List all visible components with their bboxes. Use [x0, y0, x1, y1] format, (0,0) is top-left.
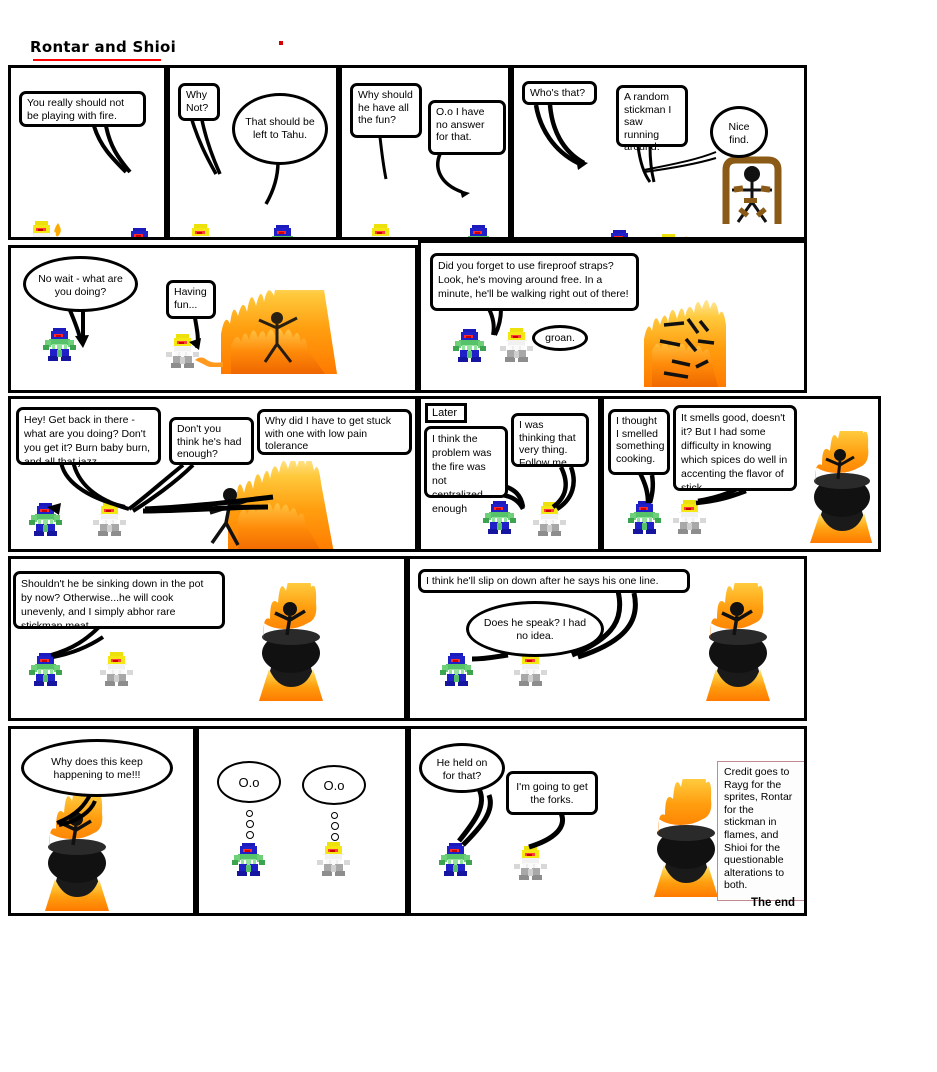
comic-panel-2: Why Not? That should be left to Tahu. [167, 65, 339, 240]
comic-panel-7: Hey! Get back in there - what are you do… [8, 396, 418, 552]
thought-dot [246, 820, 254, 828]
speech-bubble: I think the problem was the fire was not… [424, 426, 508, 515]
speech-bubble: It smells good, doesn't it? But I had so… [673, 405, 797, 494]
comic-panel-13: O.o O.o [196, 726, 408, 916]
stickman-on-rack [718, 154, 788, 231]
speech-bubble: Having fun... [166, 280, 216, 319]
thought-bubble: O.o [217, 761, 281, 803]
wall-of-fire [226, 461, 336, 549]
torch-flame-icon [682, 236, 691, 237]
wall-of-fire-with-stickman [219, 290, 339, 374]
comic-panel-14: He held on for that? I'm going to get th… [408, 726, 807, 916]
thought-bubble: O.o [302, 765, 366, 805]
speech-bubble: O.o I have no answer for that. [428, 100, 506, 155]
speech-bubble: I'm going to get the forks. [506, 771, 598, 815]
speech-bubble: You really should not be playing with fi… [19, 91, 146, 127]
bubble-tail [51, 791, 101, 833]
bubble-tails-group [468, 589, 668, 667]
speech-bubble: Don't you think he's had enough? [169, 417, 254, 465]
wall-of-fire-with-stickman [642, 299, 728, 387]
comic-panel-8: Later I think the problem was the fire w… [418, 396, 601, 552]
bubble-tail [374, 135, 404, 185]
bubble-tail [262, 160, 297, 210]
bubble-tail [61, 306, 97, 348]
cauldron-with-burning-stickman [646, 779, 726, 897]
bubble-tail [479, 307, 515, 343]
bubble-tail [449, 787, 497, 853]
bubble-tail [640, 144, 720, 178]
cauldron-with-burning-stickman [804, 431, 878, 543]
title-underline-rule [33, 59, 161, 61]
blue-bionicle-sprite [462, 223, 496, 237]
thought-dot [246, 810, 253, 817]
thought-dot [331, 812, 338, 819]
comic-panel-6: Did you forget to use fireproof straps? … [418, 240, 807, 393]
page-title: Rontar and Shioi [30, 38, 177, 56]
bubble-tail [183, 316, 211, 352]
bubble-tail [528, 103, 598, 173]
yellow-bionicle-sprite [184, 223, 218, 237]
speech-bubble: Why does this keep happening to me!!! [21, 739, 173, 797]
comic-panel-10: Shouldn't he be sinking down in the pot … [8, 556, 407, 721]
bubble-tail [432, 152, 476, 200]
blue-bionicle-sprite [266, 223, 300, 237]
comic-panel-3: Why should he have all the fun? O.o I ha… [339, 65, 511, 240]
comic-panel-4: Who's that? A random stickman I saw runn… [511, 65, 807, 240]
speech-bubble: I thought I smelled something cooking. [608, 409, 670, 475]
yellow-bionicle-sprite [364, 223, 398, 237]
red-dot-mark [279, 41, 283, 45]
yellow-bionicle-sprite [317, 841, 351, 877]
speech-bubble: Does he speak? I had no idea. [466, 601, 604, 657]
bubble-tail [188, 118, 233, 180]
comic-panel-9: I thought I smelled something cooking. I… [601, 396, 881, 552]
speech-bubble: I was thinking that very thing. Follow m… [511, 413, 589, 469]
speech-bubble: Hey! Get back in there - what are you do… [16, 407, 161, 468]
comic-panel-12: Why does this keep happening to me!!! [8, 726, 196, 916]
bubble-tail [41, 625, 111, 667]
bubble-tail [86, 124, 146, 184]
blue-bionicle-sprite [232, 841, 266, 877]
speech-bubble: No wait - what are you doing? [23, 256, 138, 312]
cauldron-with-burning-stickman [251, 583, 331, 701]
speech-bubble: Who's that? [522, 81, 597, 105]
comic-panel-1: You really should not be playing with fi… [8, 65, 167, 240]
thought-dot [331, 833, 339, 841]
blue-bionicle-sprite [123, 226, 157, 237]
speech-bubble: Why Not? [178, 83, 220, 121]
torch-flame-icon [53, 223, 63, 237]
speech-bubble: groan. [532, 325, 588, 351]
yellow-bionicle-sprite [652, 233, 686, 237]
speech-bubble: Why did I have to get stuck with one wit… [257, 409, 412, 455]
speech-bubble: Nice find. [710, 106, 768, 158]
caption-box: Later [425, 403, 467, 423]
comic-title-block: Rontar and Shioi [30, 38, 176, 61]
the-end-label: The end [751, 897, 796, 909]
bubble-tails-group [33, 459, 363, 521]
bubble-tail [521, 811, 573, 855]
cauldron-with-burning-stickman [698, 583, 778, 701]
comic-panel-11: I think he'll slip on down after he says… [407, 556, 807, 721]
flamethrower-jet-icon [195, 351, 223, 367]
comic-panel-5: No wait - what are you doing? Having fun… [8, 245, 418, 393]
thought-dot [331, 822, 339, 830]
speech-bubble: Why should he have all the fun? [350, 83, 422, 138]
bubble-tail [632, 144, 668, 188]
credits-box: Credit goes to Rayg for the sprites, Ron… [717, 761, 804, 901]
speech-bubble: I think he'll slip on down after he says… [418, 569, 690, 593]
speech-bubble: He held on for that? [419, 743, 505, 793]
speech-bubble: Shouldn't he be sinking down in the pot … [13, 571, 225, 632]
bubble-tails-group [626, 471, 776, 513]
thought-dot [246, 831, 254, 839]
speech-bubble: That should be left to Tahu. [232, 93, 328, 165]
speech-bubble: A random stickman I saw running around. [616, 85, 688, 153]
speech-bubble: Did you forget to use fireproof straps? … [430, 253, 639, 311]
blue-bionicle-sprite [603, 228, 637, 237]
